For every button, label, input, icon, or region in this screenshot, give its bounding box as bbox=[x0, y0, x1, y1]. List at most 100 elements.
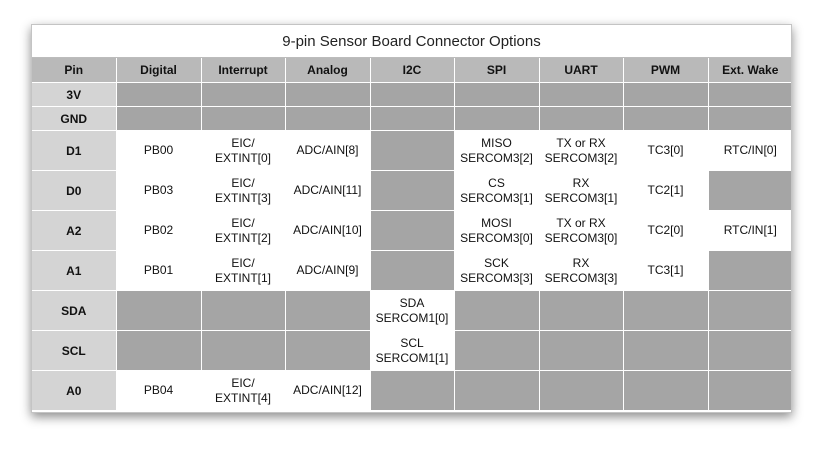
digital-cell: PB01 bbox=[115, 250, 202, 291]
empty-cell bbox=[369, 250, 455, 291]
empty-cell bbox=[538, 290, 624, 331]
cell-text: EXTINT[3] bbox=[214, 190, 271, 205]
cell-text: SCL bbox=[400, 335, 424, 350]
column-header-ext-wake: Ext. Wake bbox=[707, 58, 791, 83]
empty-cell bbox=[115, 106, 202, 131]
cell-text: TX or RX bbox=[556, 135, 606, 150]
empty-cell bbox=[200, 330, 286, 371]
column-header-interrupt: Interrupt bbox=[200, 58, 286, 83]
cell-text: SERCOM3[0] bbox=[460, 230, 533, 245]
empty-cell bbox=[707, 170, 791, 211]
cell-text: EXTINT[2] bbox=[214, 230, 271, 245]
empty-cell bbox=[622, 330, 709, 371]
interrupt-cell: EIC/EXTINT[3] bbox=[200, 170, 286, 211]
analog-cell: ADC/AIN[9] bbox=[284, 250, 371, 291]
pin-label: A2 bbox=[32, 210, 117, 251]
pin-label: A0 bbox=[32, 370, 117, 411]
pin-label: A1 bbox=[32, 250, 117, 291]
empty-cell bbox=[369, 106, 455, 131]
column-header-spi: SPI bbox=[453, 58, 540, 83]
analog-cell: ADC/AIN[8] bbox=[284, 130, 371, 171]
empty-cell bbox=[538, 106, 624, 131]
empty-cell bbox=[284, 290, 371, 331]
pin-label: 3V bbox=[32, 82, 117, 107]
connector-options-card: 9-pin Sensor Board Connector Options Pin… bbox=[31, 24, 792, 413]
cell-text: RX bbox=[572, 175, 590, 190]
column-header-digital: Digital bbox=[115, 58, 202, 83]
cell-text: TC3[1] bbox=[647, 263, 684, 277]
pin-label: SDA bbox=[32, 290, 117, 331]
empty-cell bbox=[453, 106, 540, 131]
connector-table: Pin Digital Interrupt Analog I2C SPI UAR… bbox=[32, 58, 791, 411]
empty-cell bbox=[453, 330, 540, 371]
interrupt-cell: EIC/EXTINT[1] bbox=[200, 250, 286, 291]
empty-cell bbox=[707, 106, 791, 131]
cell-text: SERCOM3[1] bbox=[460, 190, 533, 205]
empty-cell bbox=[453, 290, 540, 331]
empty-cell bbox=[115, 82, 202, 107]
cell-text: PB00 bbox=[143, 143, 174, 157]
cell-text: EXTINT[1] bbox=[214, 270, 271, 285]
empty-cell bbox=[707, 290, 791, 331]
digital-cell: PB04 bbox=[115, 370, 202, 411]
cell-text: RX bbox=[572, 255, 590, 270]
empty-cell bbox=[707, 82, 791, 107]
analog-cell: ADC/AIN[12] bbox=[284, 370, 371, 411]
empty-cell bbox=[538, 330, 624, 371]
cell-text: TX or RX bbox=[556, 215, 606, 230]
interrupt-cell: EIC/EXTINT[4] bbox=[200, 370, 286, 411]
empty-cell bbox=[200, 290, 286, 331]
empty-cell bbox=[369, 170, 455, 211]
empty-cell bbox=[622, 370, 709, 411]
cell-text: EIC/ bbox=[231, 255, 255, 270]
pin-label: D0 bbox=[32, 170, 117, 211]
cell-text: EIC/ bbox=[231, 215, 255, 230]
pwm-cell: TC3[1] bbox=[622, 250, 709, 291]
cell-text: SCK bbox=[484, 255, 509, 270]
cell-text: TC3[0] bbox=[647, 143, 684, 157]
empty-cell bbox=[453, 82, 540, 107]
column-header-pwm: PWM bbox=[622, 58, 709, 83]
cell-text: SERCOM3[0] bbox=[544, 230, 618, 245]
ext-wake-cell: RTC/IN[1] bbox=[707, 210, 791, 251]
cell-text: SERCOM3[2] bbox=[544, 150, 618, 165]
empty-cell bbox=[369, 82, 455, 107]
pwm-cell: TC3[0] bbox=[622, 130, 709, 171]
digital-cell: PB03 bbox=[115, 170, 202, 211]
empty-cell bbox=[707, 330, 791, 371]
empty-cell bbox=[707, 370, 791, 411]
pin-label: SCL bbox=[32, 330, 117, 371]
empty-cell bbox=[200, 106, 286, 131]
cell-text: ADC/AIN[11] bbox=[293, 183, 362, 197]
analog-cell: ADC/AIN[11] bbox=[284, 170, 371, 211]
digital-cell: PB02 bbox=[115, 210, 202, 251]
empty-cell bbox=[538, 370, 624, 411]
cell-text: ADC/AIN[8] bbox=[296, 143, 359, 157]
cell-text: SDA bbox=[399, 295, 425, 310]
column-header-analog: Analog bbox=[284, 58, 371, 83]
cell-text: ADC/AIN[12] bbox=[293, 383, 362, 397]
cell-text: MISO bbox=[481, 135, 512, 150]
empty-cell bbox=[622, 290, 709, 331]
cell-text: PB01 bbox=[143, 263, 174, 277]
cell-text: CS bbox=[488, 175, 505, 190]
empty-cell bbox=[369, 370, 455, 411]
cell-text: EXTINT[4] bbox=[214, 390, 271, 405]
cell-text: EIC/ bbox=[231, 375, 255, 390]
column-header-i2c: I2C bbox=[369, 58, 455, 83]
table-row: GND bbox=[32, 106, 791, 131]
pin-label: GND bbox=[32, 106, 117, 131]
interrupt-cell: EIC/EXTINT[2] bbox=[200, 210, 286, 251]
cell-text: ADC/AIN[9] bbox=[296, 263, 359, 277]
cell-text: PB02 bbox=[143, 223, 174, 237]
cell-text: PB04 bbox=[143, 383, 174, 397]
